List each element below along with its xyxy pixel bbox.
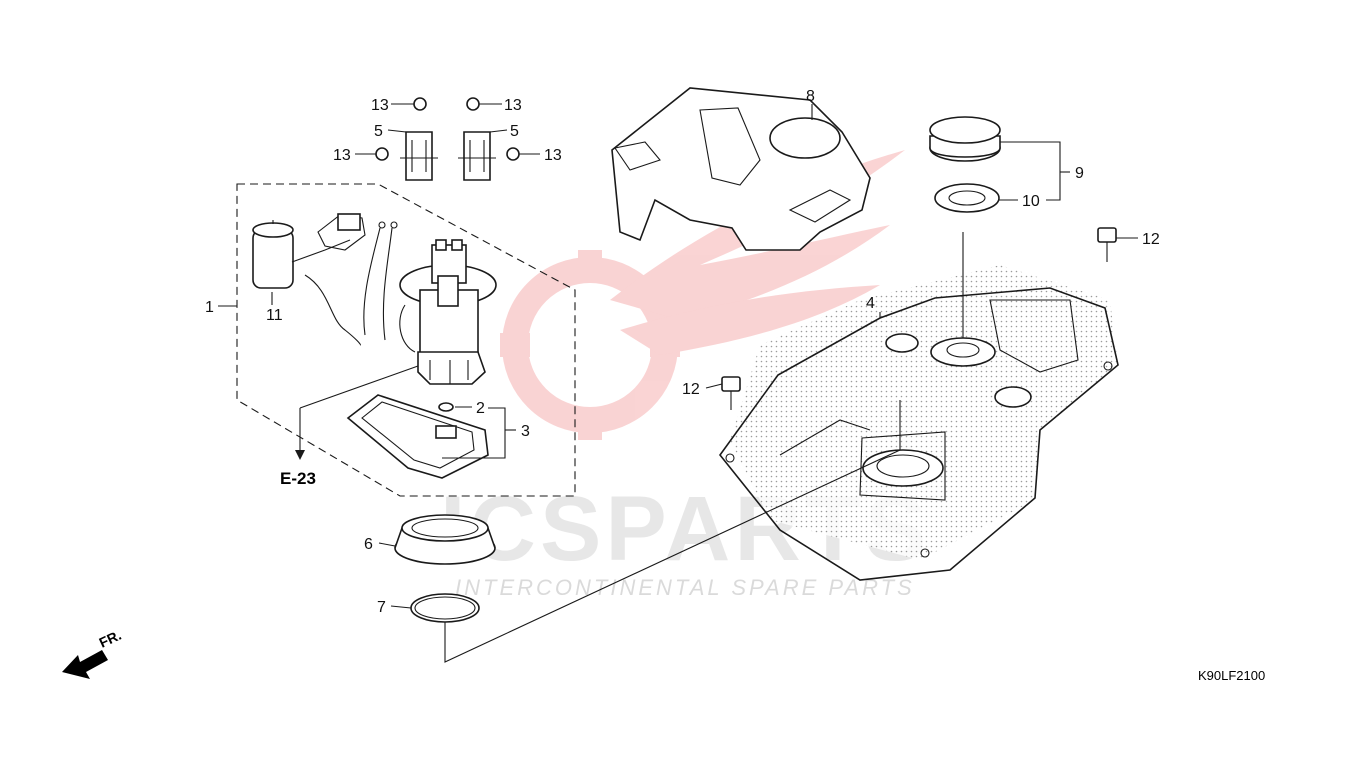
callout-3: 3	[521, 423, 530, 440]
front-direction-indicator: FR.	[62, 627, 124, 679]
pump-seal-ring	[394, 514, 496, 565]
fuel-level-sender	[252, 213, 366, 346]
watermark-tagline-text: INTERCONTINENTAL SPARE PARTS	[455, 575, 915, 600]
callout-13-top-left: 13	[371, 97, 389, 114]
fuel-cap	[929, 116, 1001, 162]
callout-13-mid-right: 13	[544, 147, 562, 164]
cross-reference-label: E-23	[280, 469, 316, 488]
callout-11: 11	[266, 307, 283, 324]
front-arrow-icon	[62, 650, 108, 679]
callout-1: 1	[205, 299, 214, 316]
fuel-tank-shading	[730, 265, 1118, 560]
tank-bolt-right	[1097, 227, 1117, 262]
callout-9: 9	[1075, 165, 1084, 182]
callout-13-top-right: 13	[504, 97, 522, 114]
tank-bolt-left	[721, 376, 741, 410]
front-label: FR.	[97, 627, 124, 651]
callout-4: 4	[866, 295, 875, 312]
bracket-set-right	[458, 97, 520, 181]
callout-12-left: 12	[682, 381, 700, 398]
callout-6: 6	[364, 536, 373, 553]
pump-o-ring-large	[410, 593, 480, 623]
leader-lines	[218, 103, 1138, 663]
diagram-part-code: K90LF2100	[1198, 668, 1265, 683]
callout-8: 8	[806, 88, 815, 105]
callout-13-mid-left: 13	[333, 147, 351, 164]
callout-labels: 1 2 3 4 5 5 6 7 8 9 10 11 12 12 13 13 13…	[205, 88, 1160, 616]
fuel-cap-gasket	[934, 183, 1000, 213]
fuel-tank-outline	[718, 287, 1119, 581]
fuel-tank-cover	[611, 87, 871, 251]
fuel-pump-assembly-group	[236, 183, 576, 497]
callout-5-right: 5	[510, 123, 519, 140]
callout-5-left: 5	[374, 123, 383, 140]
bracket-set-left	[375, 97, 438, 181]
callout-10: 10	[1022, 193, 1040, 210]
fuel-tank	[718, 265, 1119, 581]
fuel-pump-module	[399, 239, 497, 385]
callout-12-right: 12	[1142, 231, 1160, 248]
pump-wiring-harness	[363, 221, 398, 341]
fuel-strainer	[346, 394, 489, 479]
callout-2: 2	[476, 400, 485, 417]
callout-7: 7	[377, 599, 386, 616]
pump-o-ring	[438, 402, 454, 412]
